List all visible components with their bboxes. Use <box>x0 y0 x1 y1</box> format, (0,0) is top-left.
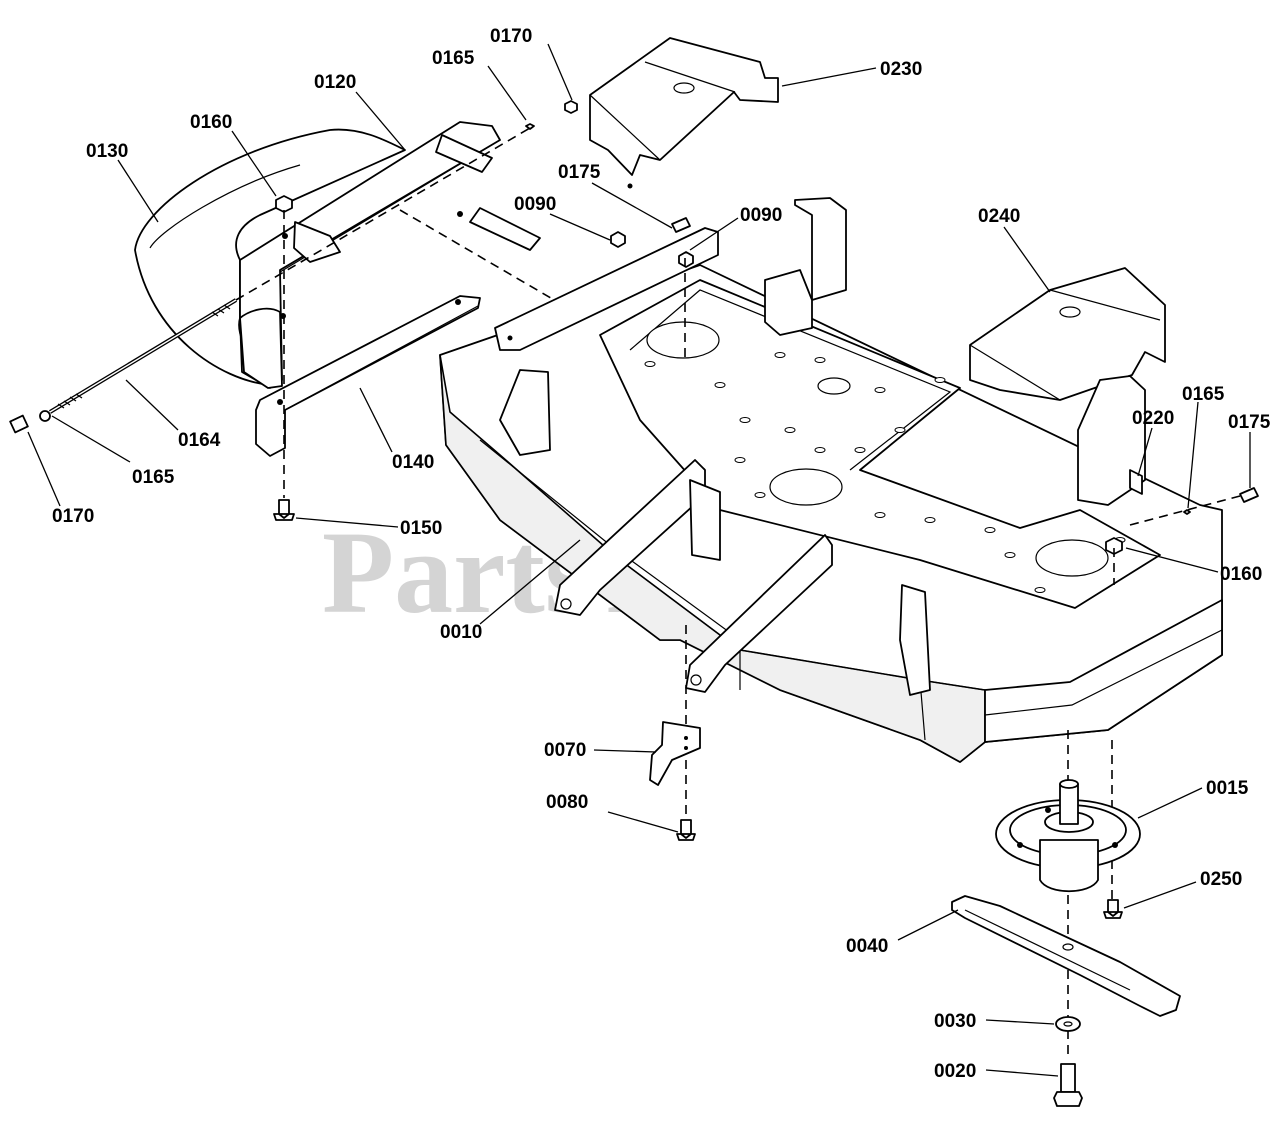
nut-0160-right <box>1105 537 1123 555</box>
nut-0160-left <box>275 195 293 213</box>
callout-0120: 0120 <box>314 72 356 93</box>
hardware-left <box>9 100 578 521</box>
callout-0130: 0130 <box>86 141 128 162</box>
bolt-0150 <box>273 499 295 521</box>
blade-0040 <box>951 895 1181 1017</box>
anti-scalp-bracket-0120 <box>239 121 541 389</box>
spindle-assembly-0015 <box>995 779 1141 893</box>
callout-0165: 0165 <box>132 467 175 488</box>
nut-0170-top <box>564 100 578 114</box>
deck-bracket-0070 <box>649 721 701 786</box>
callout-0010: 0010 <box>440 622 482 643</box>
callout-0090: 0090 <box>740 205 782 226</box>
bolt-0080 <box>676 819 696 841</box>
skid-plate-0140 <box>255 295 481 457</box>
callout-0015: 0015 <box>1206 778 1249 799</box>
callout-0230: 0230 <box>880 59 922 80</box>
bolt-0250 <box>1103 899 1123 919</box>
nut-0090-right <box>678 251 694 268</box>
leader-lines <box>27 43 1251 1077</box>
bolt-0175-right <box>1239 487 1259 503</box>
callout-0030: 0030 <box>934 1011 976 1032</box>
callout-0140: 0140 <box>392 452 434 473</box>
nut-0090-left <box>610 231 626 248</box>
callout-0160: 0160 <box>1220 564 1262 585</box>
rod-0164 <box>48 298 238 414</box>
callout-0040: 0040 <box>846 936 888 957</box>
blade-bolt-0020 <box>1053 1063 1083 1107</box>
callout-0170: 0170 <box>52 506 94 527</box>
callout-0240: 0240 <box>978 206 1020 227</box>
callout-0175: 0175 <box>558 162 601 183</box>
rod-axis-line <box>235 127 531 301</box>
callout-0080: 0080 <box>546 792 588 813</box>
washer-0165-right <box>1183 509 1191 515</box>
callout-0020: 0020 <box>934 1061 976 1082</box>
callout-0160: 0160 <box>190 112 232 133</box>
callout-0165: 0165 <box>432 48 475 69</box>
callout-0165: 0165 <box>1182 384 1225 405</box>
hardware-center <box>610 217 1259 555</box>
callout-0170: 0170 <box>490 26 532 47</box>
mower-deck-0010 <box>439 197 1223 763</box>
washer-0030 <box>1055 1016 1081 1032</box>
callout-labels: 0170 0165 0120 0160 0130 0230 0175 0090 … <box>52 26 1271 1082</box>
callout-0175: 0175 <box>1228 412 1271 433</box>
callout-0220: 0220 <box>1132 408 1174 429</box>
callout-0250: 0250 <box>1200 869 1242 890</box>
washer-0165-top <box>525 123 535 130</box>
bolt-0175-top <box>671 217 691 233</box>
callout-0150: 0150 <box>400 518 442 539</box>
spindle-cover-0240 <box>969 267 1166 401</box>
callout-0070: 0070 <box>544 740 586 761</box>
belt-cover-0230 <box>589 37 779 189</box>
callout-0164: 0164 <box>178 430 221 451</box>
callout-0090: 0090 <box>514 194 556 215</box>
